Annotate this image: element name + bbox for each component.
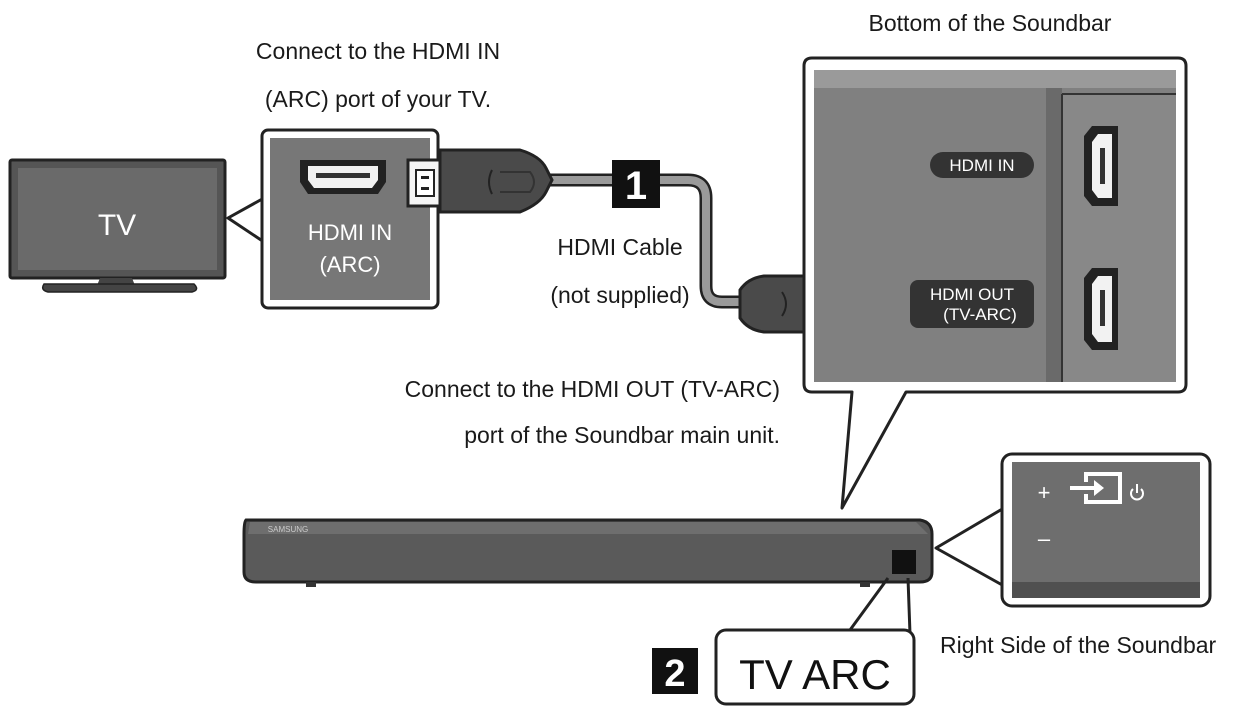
step-1-badge: 1 [612,160,660,208]
soundbar-side-panel: + – [1000,452,1212,608]
power-icon [1130,484,1144,501]
tv-arc-sensor [892,550,916,574]
step-1-number: 1 [625,164,647,208]
soundbar-brand: SAMSUNG [268,525,308,534]
hdmi-cable [550,173,740,309]
tv-label: TV [98,209,136,242]
tv-arc-label: TV ARC [739,651,891,698]
soundbar-bottom-panel: HDMI IN HDMI OUT (TV-ARC) [802,56,1188,510]
soundbar-hdmi-out-label-line2: (TV-ARC) [943,305,1017,324]
soundbar-hdmi-in-label: HDMI IN [949,156,1014,175]
tv-port-caption-line2: (ARC) port of your TV. [264,86,492,112]
step-2-badge: 2 [652,648,698,695]
cable-label-line1: HDMI Cable [557,234,683,260]
soundbar-side-caption: Right Side of the Soundbar [940,632,1217,658]
side-callout-pointer [934,506,1006,588]
cable-label-line2: (not supplied) [550,282,690,308]
tv-hdmi-panel: HDMI IN (ARC) [260,128,440,310]
tv-arc-pointer [848,577,912,635]
step-2-number: 2 [664,653,685,695]
soundbar: SAMSUNG [242,518,934,587]
tv-arc-label-box: TV ARC [714,628,916,706]
soundbar-bottom-title: Bottom of the Soundbar [868,10,1112,36]
hdmi-plug-tv [406,148,554,214]
soundbar-hdmi-in-port-icon [1084,126,1118,206]
tv-port-label-line2: (ARC) [319,252,380,277]
soundbar-hdmi-out-port-icon [1084,268,1118,350]
tv-callout-pointer [226,196,266,244]
tv: TV [8,158,227,293]
soundbar-connect-caption-line1: Connect to the HDMI OUT (TV-ARC) [404,376,780,402]
source-icon [1070,472,1122,504]
hdmi-port-icon [300,160,386,194]
tv-port-label-line1: HDMI IN [308,220,392,245]
soundbar-hdmi-out-label-line1: HDMI OUT [930,285,1014,304]
volume-down-label: – [1038,526,1051,551]
tv-port-caption-line1: Connect to the HDMI IN [255,38,501,64]
volume-up-label: + [1038,480,1051,505]
soundbar-connect-caption-line2: port of the Soundbar main unit. [464,422,780,448]
